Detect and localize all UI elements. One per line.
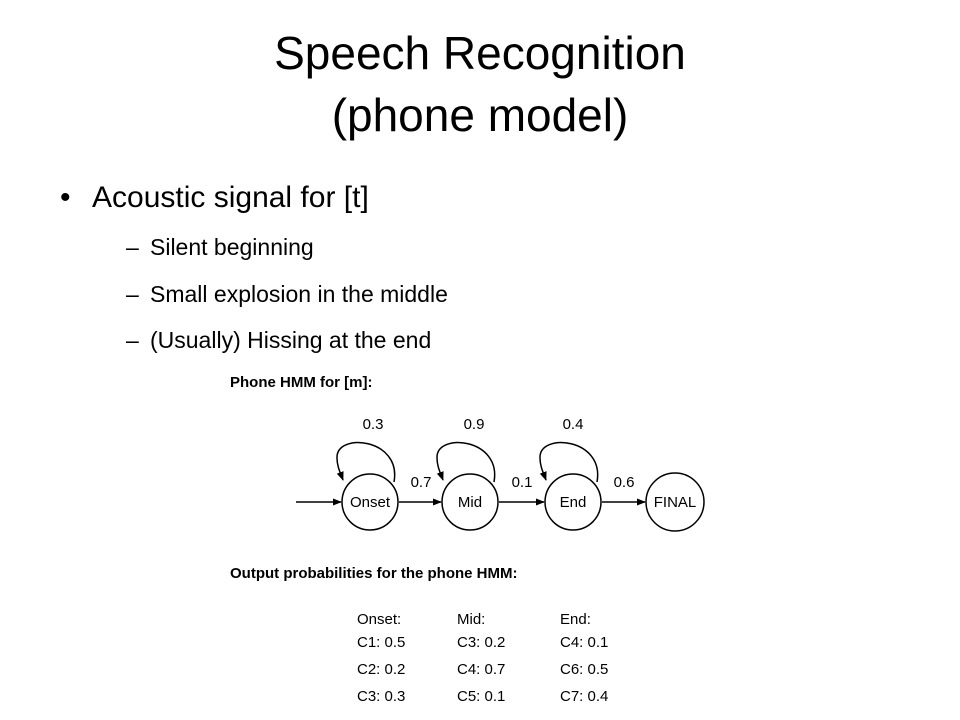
state-final [645, 472, 705, 532]
output-column-head: Onset: [357, 611, 401, 628]
output-cell: C5: 0.1 [457, 688, 505, 705]
title-line-2: (phone model) [331, 89, 629, 141]
title-line-1: Speech Recognition [274, 27, 686, 79]
sub-bullet: –Silent beginning [126, 232, 314, 262]
sub-bullet: –(Usually) Hissing at the end [126, 325, 431, 355]
output-cell: C3: 0.3 [357, 688, 405, 705]
state-end [544, 473, 602, 531]
sub-bullet-text: Small explosion in the middle [150, 281, 448, 307]
slide-title: Speech Recognition (phone model) [0, 22, 960, 146]
loop-prob-label: 0.3 [363, 416, 384, 433]
self-loop-end [539, 441, 599, 483]
sub-bullet: –Small explosion in the middle [126, 279, 448, 309]
output-cell: C1: 0.5 [357, 634, 405, 651]
state-label: End [560, 494, 587, 511]
transition-prob-label: 0.7 [411, 474, 432, 491]
sub-bullet-marker: – [126, 327, 139, 353]
state-label: Mid [458, 494, 482, 511]
bullet-marker: • [60, 181, 71, 214]
output-header: Output probabilities for the phone HMM: [230, 565, 517, 582]
output-column-head: End: [560, 611, 591, 628]
state-label: FINAL [654, 494, 697, 511]
sub-bullet-marker: – [126, 234, 139, 260]
state-onset [341, 473, 399, 531]
main-bullet: • Acoustic signal for [t] [60, 178, 369, 218]
bullet-text: Acoustic signal for [t] [92, 181, 369, 214]
sub-bullet-marker: – [126, 281, 139, 307]
output-cell: C3: 0.2 [457, 634, 505, 651]
output-cell: C7: 0.4 [560, 688, 608, 705]
self-loop-mid [436, 441, 496, 483]
state-label: Onset [350, 494, 391, 511]
sub-bullet-text: Silent beginning [150, 234, 314, 260]
output-cell: C2: 0.2 [357, 661, 405, 678]
state-mid [441, 473, 499, 531]
transition-prob-label: 0.6 [614, 474, 635, 491]
loop-prob-label: 0.4 [563, 416, 584, 433]
self-loop-onset [336, 441, 396, 483]
hmm-header: Phone HMM for [m]: [230, 374, 372, 391]
transition-prob-label: 0.1 [512, 474, 533, 491]
output-column-head: Mid: [457, 611, 485, 628]
output-cell: C4: 0.7 [457, 661, 505, 678]
sub-bullet-text: (Usually) Hissing at the end [150, 327, 432, 353]
output-cell: C6: 0.5 [560, 661, 608, 678]
output-cell: C4: 0.1 [560, 634, 608, 651]
loop-prob-label: 0.9 [464, 416, 485, 433]
